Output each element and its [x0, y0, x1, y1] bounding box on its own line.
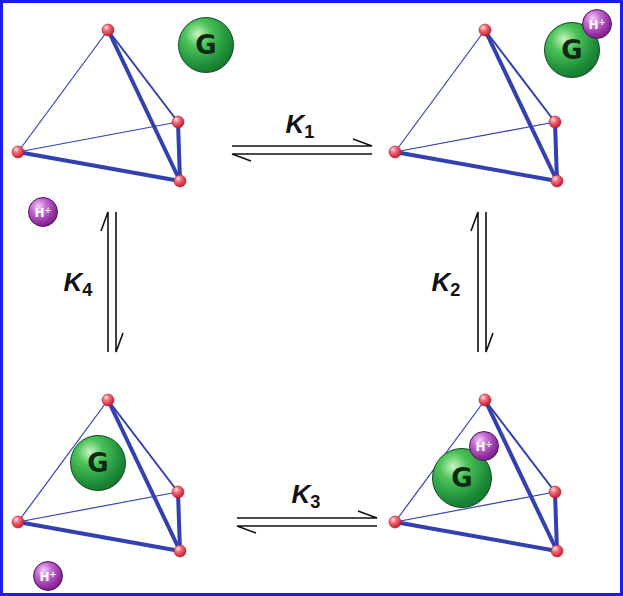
guest-label: G — [451, 465, 472, 491]
equilibrium-constant: K4 — [64, 269, 93, 300]
equilibrium-arrow — [232, 139, 372, 146]
proton-label: H+ — [588, 18, 605, 31]
proton-label: H+ — [475, 440, 492, 453]
equilibrium-arrow — [101, 212, 108, 352]
proton-sphere: H+ — [469, 431, 499, 461]
cage-tetrahedron — [389, 24, 563, 187]
equilibrium-arrow — [471, 212, 478, 352]
cage-tetrahedron — [12, 394, 186, 557]
equilibrium-arrow — [486, 212, 493, 352]
guest-label: G — [195, 32, 216, 58]
equilibrium-constant: K2 — [432, 269, 461, 300]
equilibrium-arrow — [232, 154, 372, 161]
proton-sphere: H+ — [582, 9, 612, 39]
equilibrium-constant: K1 — [286, 111, 315, 142]
guest-label: G — [87, 450, 108, 476]
guest-sphere: G — [178, 17, 234, 73]
proton-label: H+ — [34, 206, 51, 219]
equilibrium-constant: K3 — [292, 481, 321, 512]
proton-sphere: H+ — [28, 197, 58, 227]
guest-sphere: G — [70, 435, 126, 491]
equilibrium-arrow — [237, 511, 377, 518]
equilibrium-arrow — [116, 212, 123, 352]
equilibrium-arrow — [237, 526, 377, 533]
proton-label: H+ — [39, 570, 56, 583]
cage-tetrahedron — [389, 394, 563, 557]
proton-sphere: H+ — [33, 561, 63, 591]
guest-label: G — [561, 37, 582, 63]
cage-tetrahedron — [12, 24, 186, 187]
